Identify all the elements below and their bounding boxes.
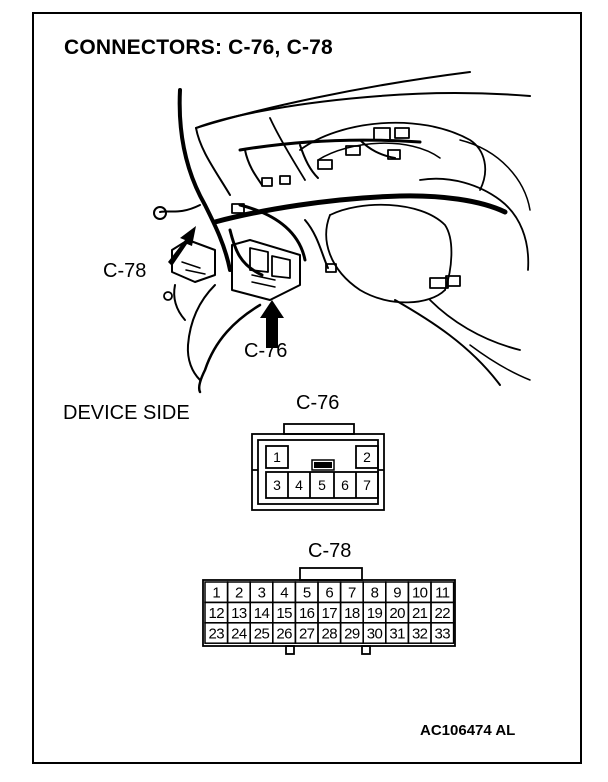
c76-connector-title: C-76 bbox=[296, 392, 340, 414]
c78-callout: C-78 bbox=[103, 260, 147, 282]
dashboard-illustration bbox=[153, 71, 531, 394]
device-side-label: DEVICE SIDE bbox=[63, 402, 190, 424]
figure-title: CONNECTORS: C-76, C-78 bbox=[64, 36, 333, 59]
c78-connector-title: C-78 bbox=[308, 540, 352, 562]
figure-frame bbox=[32, 12, 582, 764]
c76-callout: C-76 bbox=[244, 340, 288, 362]
figure-id: AC106474 AL bbox=[420, 722, 516, 739]
